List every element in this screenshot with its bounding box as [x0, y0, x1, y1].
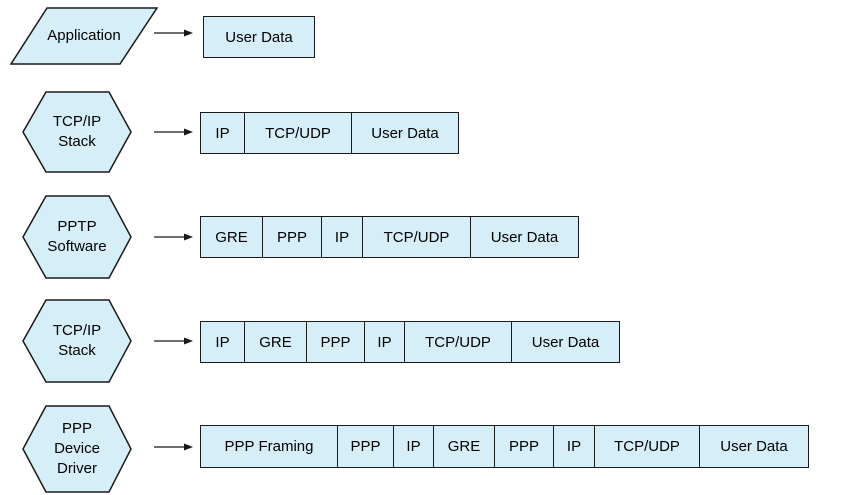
tcpip-stack-shape-label: TCP/IP Stack	[52, 113, 102, 150]
arrow-right-icon	[154, 128, 193, 136]
packet-bar-tcpip-stack-2: IP GRE PPP IP TCP/UDP User Data	[200, 321, 620, 363]
arrow-right-icon	[154, 233, 193, 241]
arrow-right-icon	[154, 29, 193, 37]
packet-bar-tcpip-stack: IP TCP/UDP User Data	[200, 112, 459, 154]
hexagon-outline	[22, 91, 132, 173]
packet-segment: IP	[321, 217, 362, 257]
arrow-right-icon	[154, 443, 193, 451]
packet-segment: User Data	[225, 28, 293, 46]
tcpip-stack-shape: TCP/IP Stack	[22, 91, 132, 173]
packet-segment: PPP	[306, 322, 364, 362]
packet-bar-ppp-device-driver: PPP Framing PPP IP GRE PPP IP TCP/UDP Us…	[200, 425, 809, 468]
packet-segment: GRE	[244, 322, 306, 362]
packet-segment: PPP	[494, 426, 553, 467]
packet-bar-pptp-software: GRE PPP IP TCP/UDP User Data	[200, 216, 579, 258]
packet-segment: GRE	[215, 228, 248, 246]
parallelogram-outline	[10, 7, 158, 65]
packet-segment: IP	[215, 333, 230, 351]
packet-segment: IP	[215, 124, 230, 142]
pptp-software-shape-label: PPTP Software	[47, 218, 107, 255]
ppp-device-driver-shape-label: PPP Device Driver	[54, 420, 100, 477]
packet-segment: User Data	[470, 217, 578, 257]
hexagon-outline	[22, 405, 132, 493]
packet-segment: TCP/UDP	[594, 426, 699, 467]
packet-segment: PPP	[337, 426, 393, 467]
pptp-software-shape: PPTP Software	[22, 195, 132, 279]
packet-segment: User Data	[511, 322, 619, 362]
packet-segment: IP	[364, 322, 404, 362]
packet-segment: GRE	[433, 426, 494, 467]
packet-segment: IP	[553, 426, 594, 467]
arrow-right-icon	[154, 337, 193, 345]
packet-segment: User Data	[699, 426, 808, 467]
packet-segment: IP	[393, 426, 433, 467]
tcpip-stack-2-shape: TCP/IP Stack	[22, 299, 132, 383]
packet-segment: PPP Framing	[224, 438, 314, 455]
tcpip-stack-2-shape-label: TCP/IP Stack	[52, 322, 102, 359]
hexagon-outline	[22, 299, 132, 383]
packet-bar-application: User Data	[203, 16, 315, 58]
application-shape-label: Application	[47, 27, 121, 44]
packet-segment: PPP	[262, 217, 321, 257]
ppp-device-driver-shape: PPP Device Driver	[22, 405, 132, 493]
hexagon-outline	[22, 195, 132, 279]
packet-segment: TCP/UDP	[244, 113, 351, 153]
packet-segment: User Data	[351, 113, 458, 153]
application-shape: Application	[10, 7, 158, 65]
packet-segment: TCP/UDP	[404, 322, 511, 362]
packet-segment: TCP/UDP	[362, 217, 470, 257]
